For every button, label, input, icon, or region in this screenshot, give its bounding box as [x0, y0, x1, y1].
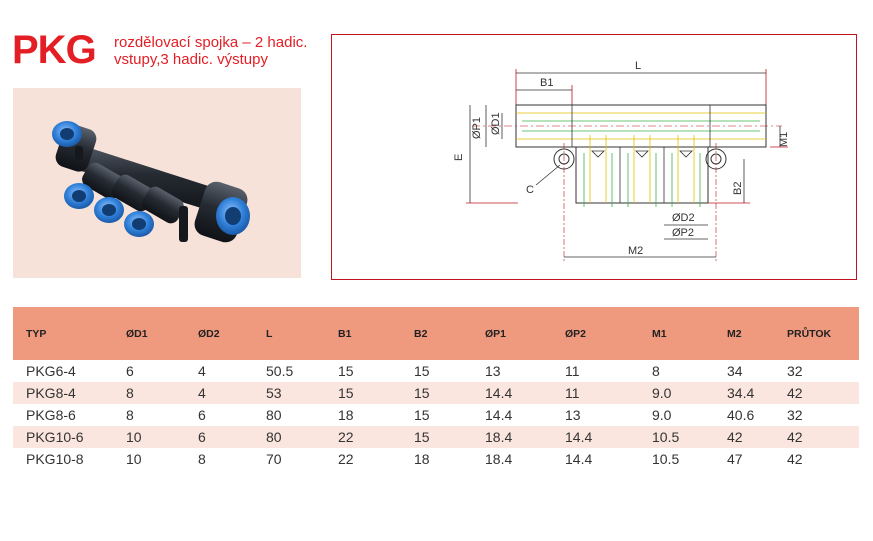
- column-header: ØD1: [126, 327, 148, 340]
- table-row: PKG8-6 8 6 80 18 15 14.4 13 9.0 40.6 32: [13, 404, 859, 426]
- dim-label-b1: B1: [540, 77, 553, 89]
- product-code-title: PKG: [12, 28, 97, 72]
- table-cell: 13: [485, 363, 501, 379]
- fitting-illustration: [52, 121, 250, 243]
- table-cell: 6: [198, 407, 206, 423]
- table-cell: 15: [414, 429, 430, 445]
- dim-label-b2: B2: [732, 182, 744, 195]
- table-cell: 42: [727, 429, 743, 445]
- table-cell: 6: [198, 429, 206, 445]
- table-cell: 8: [652, 363, 660, 379]
- dim-label-p2: ØP2: [672, 227, 694, 239]
- table-cell: 4: [198, 385, 206, 401]
- table-cell: 15: [414, 363, 430, 379]
- table-cell: 10: [126, 429, 142, 445]
- table-cell: 9.0: [652, 385, 672, 401]
- table-cell: PKG10-6: [26, 429, 84, 445]
- table-cell: 42: [787, 429, 803, 445]
- table-row: PKG6-4 6 4 50.5 15 15 13 11 8 34 32: [13, 360, 859, 382]
- table-cell: 8: [198, 451, 206, 467]
- table-cell: 8: [126, 385, 134, 401]
- dim-label-d1: ØD1: [490, 112, 502, 135]
- table-cell: 18: [338, 407, 354, 423]
- table-cell: PKG10-8: [26, 451, 84, 467]
- table-row: PKG10-8 10 8 70 22 18 18.4 14.4 10.5 47 42: [13, 448, 859, 470]
- dim-label-e: E: [453, 154, 465, 161]
- table-cell: 18.4: [485, 451, 513, 467]
- table-cell: 22: [338, 429, 354, 445]
- table-header-row: TYP ØD1 ØD2 L B1 B2 ØP1 ØP2 M1 M2 PRŮTOK: [13, 307, 859, 360]
- table-cell: 15: [414, 385, 430, 401]
- dim-label-m2: M2: [628, 245, 643, 257]
- table-cell: 47: [727, 451, 743, 467]
- table-cell: 70: [266, 451, 282, 467]
- table-cell: 14.4: [565, 429, 593, 445]
- description-line-1: rozdělovací spojka – 2 hadic.: [114, 34, 308, 51]
- table-cell: 15: [338, 363, 354, 379]
- product-description: rozdělovací spojka – 2 hadic. vstupy,3 h…: [114, 34, 307, 68]
- table-cell: 15: [338, 385, 354, 401]
- table-cell: 22: [338, 451, 354, 467]
- table-cell: 10: [126, 451, 142, 467]
- table-cell: 80: [266, 407, 282, 423]
- table-cell: 80: [266, 429, 282, 445]
- table-cell: 13: [565, 407, 581, 423]
- table-cell: 14.4: [485, 407, 513, 423]
- column-header: TYP: [26, 327, 47, 340]
- column-header: PRŮTOK: [787, 327, 832, 340]
- table-cell: 10.5: [652, 429, 680, 445]
- column-header: L: [266, 327, 273, 340]
- column-header: ØP1: [485, 327, 507, 340]
- table-cell: 18.4: [485, 429, 513, 445]
- column-header: ØP2: [565, 327, 587, 340]
- table-cell: 18: [414, 451, 430, 467]
- table-cell: 42: [787, 385, 803, 401]
- table-cell: PKG8-6: [26, 407, 76, 423]
- description-line-2: vstupy,3 hadic. výstupy: [114, 51, 268, 68]
- dim-label-l: L: [635, 60, 641, 72]
- column-header: B2: [414, 327, 428, 340]
- table-cell: 40.6: [727, 407, 755, 423]
- technical-drawing: L B1 ØP1 ØD1 E M1 C: [453, 60, 790, 263]
- table-cell: 11: [565, 363, 580, 379]
- table-cell: 9.0: [652, 407, 672, 423]
- column-header: M1: [652, 327, 667, 340]
- table-cell: 14.4: [485, 385, 513, 401]
- table-cell: 53: [266, 385, 282, 401]
- table-row: PKG10-6 10 6 80 22 15 18.4 14.4 10.5 42 42: [13, 426, 859, 448]
- table-cell: 50.5: [266, 363, 294, 379]
- table-cell: 15: [414, 407, 430, 423]
- dim-label-p1: ØP1: [471, 117, 483, 139]
- dim-label-m1: M1: [778, 132, 790, 147]
- table-cell: PKG8-4: [26, 385, 76, 401]
- column-header: B1: [338, 327, 352, 340]
- column-header: M2: [727, 327, 742, 340]
- specification-table: TYP ØD1 ØD2 L B1 B2 ØP1 ØP2 M1 M2 PRŮTOK PKG6-4 6 4 5…: [13, 307, 859, 470]
- table-cell: 34: [727, 363, 743, 379]
- table-cell: 32: [787, 363, 803, 379]
- technical-drawing-frame: L B1 ØP1 ØD1 E M1 C: [331, 34, 857, 280]
- table-cell: PKG6-4: [26, 363, 76, 379]
- column-header: ØD2: [198, 327, 220, 340]
- table-cell: 14.4: [565, 451, 593, 467]
- table-cell: 32: [787, 407, 803, 423]
- table-cell: 42: [787, 451, 803, 467]
- dim-label-c: C: [526, 184, 534, 196]
- table-cell: 4: [198, 363, 206, 379]
- table-row: PKG8-4 8 4 53 15 15 14.4 11 9.0 34.4 42: [13, 382, 859, 404]
- table-cell: 34.4: [727, 385, 755, 401]
- table-cell: 8: [126, 407, 134, 423]
- table-cell: 6: [126, 363, 134, 379]
- table-cell: 10.5: [652, 451, 680, 467]
- product-photo: [13, 88, 301, 278]
- dim-label-d2: ØD2: [672, 212, 695, 224]
- table-cell: 11: [565, 385, 580, 401]
